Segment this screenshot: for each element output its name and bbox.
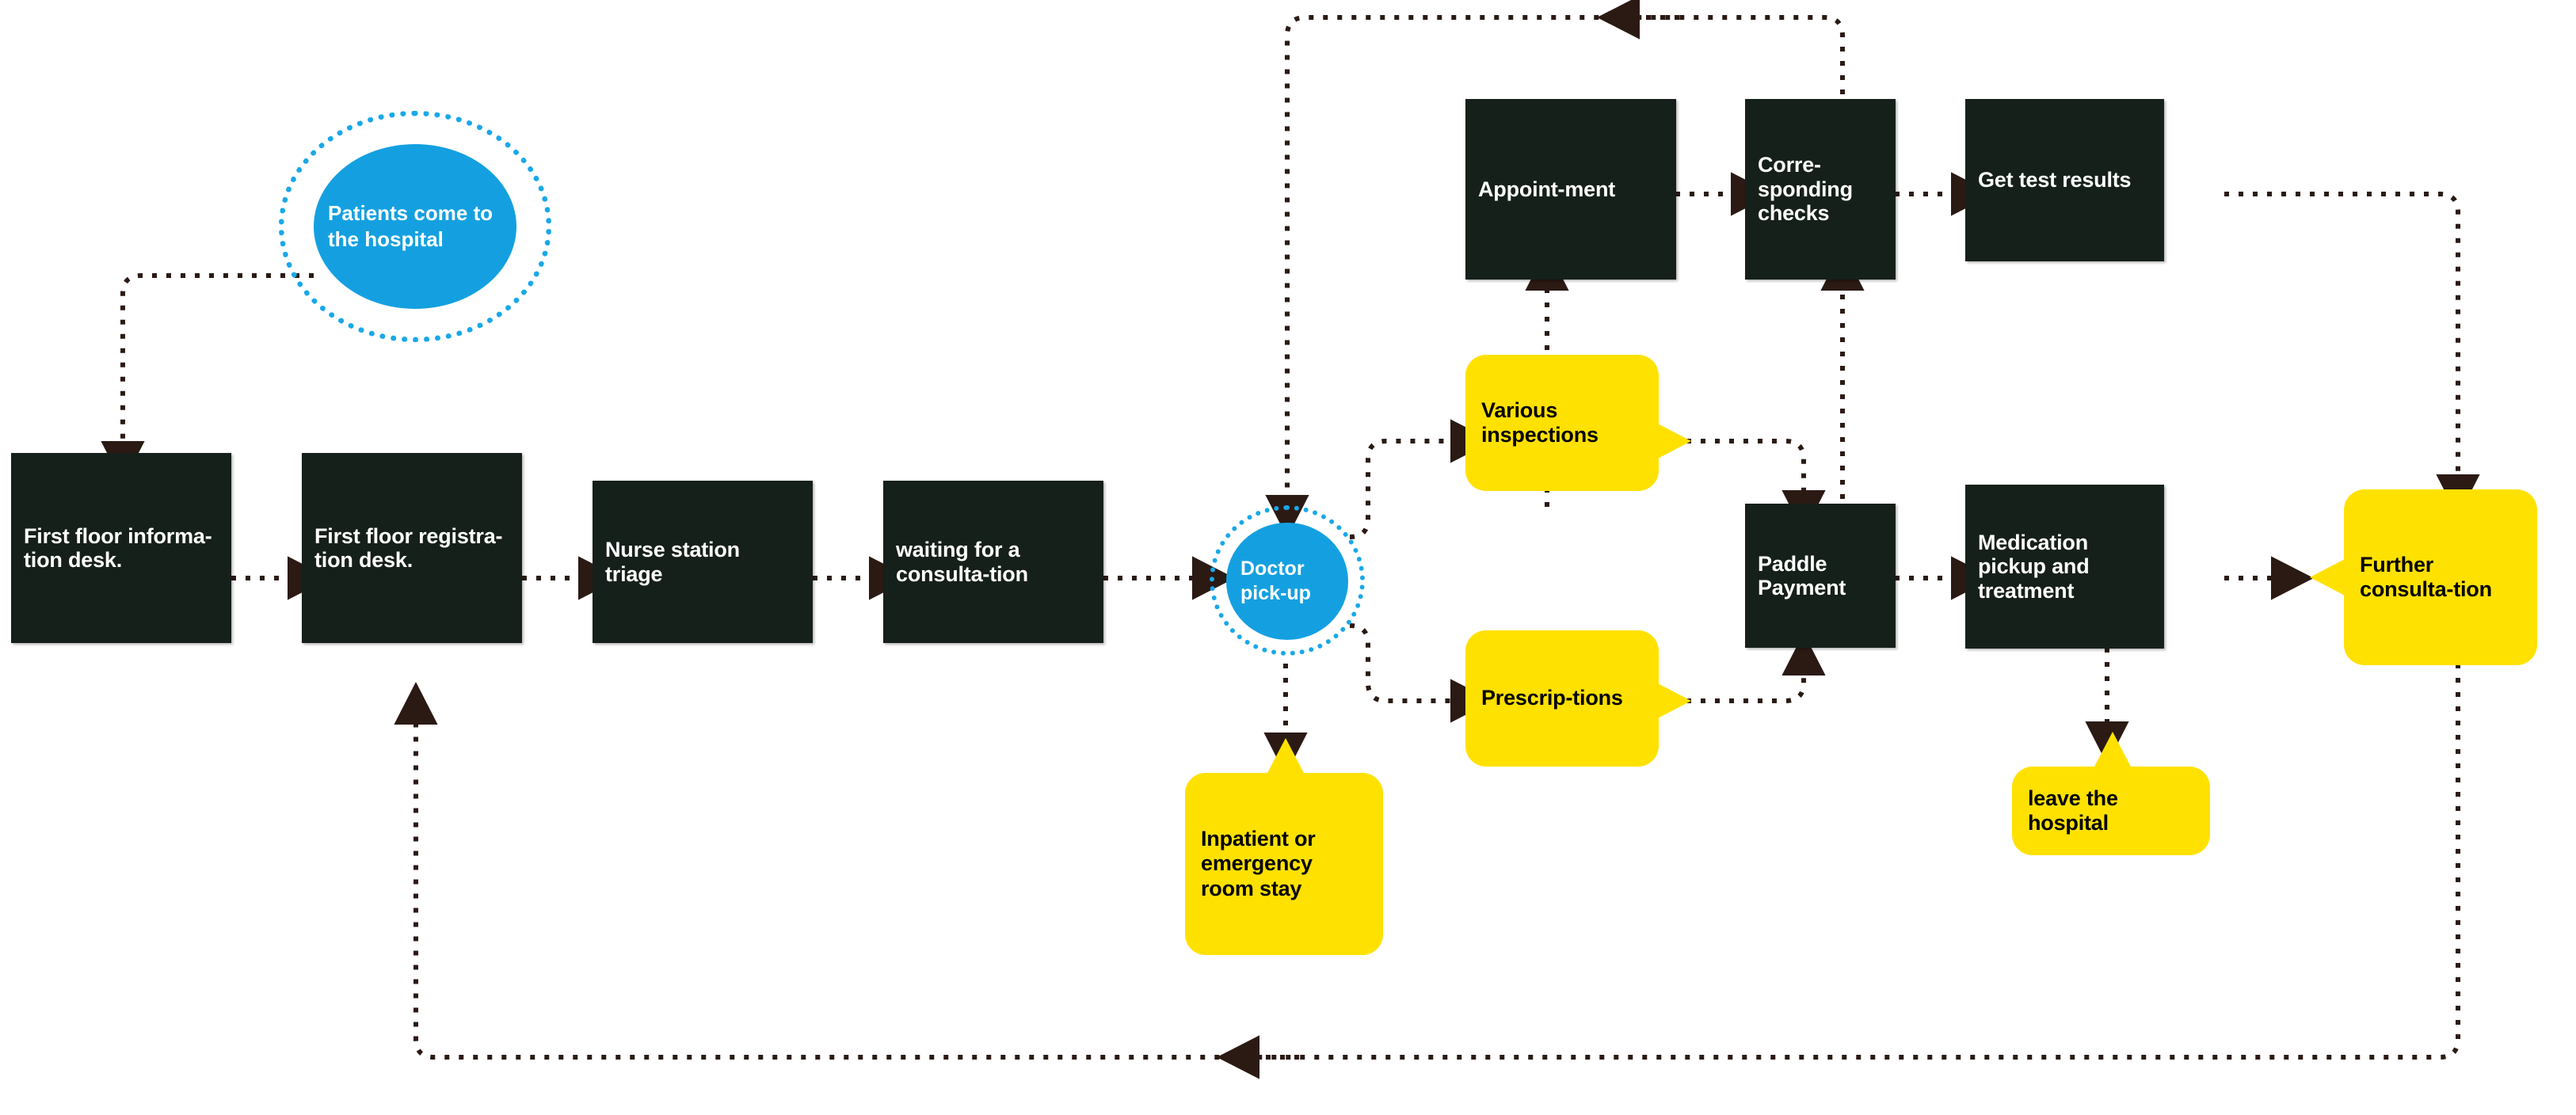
node-first-floor-information-desk[interactable]: First floor informa-tion desk. bbox=[11, 453, 231, 643]
node-various-inspections[interactable]: Various inspections bbox=[1465, 355, 1691, 491]
node-label: First floor informa-tion desk. bbox=[24, 523, 212, 573]
node-label: Appoint-ment bbox=[1478, 177, 1616, 201]
node-inpatient-or-emergency-room-stay[interactable]: Inpatient or emergency room stay bbox=[1185, 738, 1383, 955]
node-label: leave the hospital bbox=[2028, 786, 2118, 835]
edge-prescriptions-to-paddle-payment bbox=[1658, 633, 1826, 703]
node-label: Various inspections bbox=[1481, 398, 1599, 447]
node-label: Corre-sponding checks bbox=[1758, 153, 1853, 226]
edge-further-consultation-to-registration-loop bbox=[394, 664, 2460, 1060]
node-label: Inpatient or emergency room stay bbox=[1201, 827, 1316, 900]
node-label: Prescrip-tions bbox=[1481, 686, 1623, 710]
node-label: Patients come to the hospital bbox=[328, 201, 493, 251]
node-label: Medication pickup and treatment bbox=[1978, 530, 2090, 603]
edge-corresponding-checks-to-doctor-loop bbox=[1265, 15, 1845, 538]
node-medication-pickup-and-treatment[interactable]: Medication pickup and treatment bbox=[1965, 485, 2164, 649]
node-corresponding-checks[interactable]: Corre-sponding checks bbox=[1745, 99, 1896, 280]
edge-test-results-to-further-consultation bbox=[2224, 192, 2480, 517]
node-label: waiting for a consulta-tion bbox=[896, 538, 1028, 586]
node-leave-the-hospital[interactable]: leave the hospital bbox=[2012, 732, 2210, 855]
edge-various-inspections-to-paddle-payment bbox=[1658, 439, 1826, 533]
patients-circle-ring bbox=[279, 111, 551, 342]
node-prescriptions[interactable]: Prescrip-tions bbox=[1465, 630, 1691, 767]
callout-tail-top bbox=[2094, 732, 2132, 768]
node-label: Get test results bbox=[1978, 168, 2132, 192]
node-label: First floor registra-tion desk. bbox=[314, 523, 503, 573]
node-label: Paddle Payment bbox=[1758, 551, 1846, 600]
callout-tail-right bbox=[1656, 423, 1691, 459]
callout-tail-top bbox=[1267, 738, 1305, 774]
node-waiting-for-a-consultation[interactable]: waiting for a consulta-tion bbox=[883, 481, 1103, 643]
node-label: Further consulta-tion bbox=[2360, 552, 2492, 601]
edge-patients-to-info-desk bbox=[101, 273, 314, 484]
node-nurse-station-triage[interactable]: Nurse station triage bbox=[593, 481, 813, 643]
edge-doctor-to-various-inspections bbox=[1349, 419, 1493, 539]
node-patients-come-to-the-hospital[interactable]: Patients come to the hospital bbox=[314, 144, 516, 309]
node-appointment[interactable]: Appoint-ment bbox=[1465, 99, 1676, 280]
node-further-consultation[interactable]: Further consulta-tion bbox=[2310, 489, 2537, 665]
node-get-test-results[interactable]: Get test results bbox=[1965, 99, 2164, 261]
edge-doctor-to-prescriptions bbox=[1349, 623, 1493, 723]
callout-tail-right bbox=[1656, 683, 1691, 719]
callout-tail-left bbox=[2310, 559, 2345, 596]
node-doctor-pick-up[interactable]: Doctor pick-up bbox=[1226, 523, 1348, 640]
node-label: Doctor pick-up bbox=[1240, 557, 1311, 605]
node-first-floor-registration-desk[interactable]: First floor registra-tion desk. bbox=[302, 453, 522, 643]
node-paddle-payment[interactable]: Paddle Payment bbox=[1745, 504, 1896, 648]
node-label: Nurse station triage bbox=[605, 538, 740, 586]
